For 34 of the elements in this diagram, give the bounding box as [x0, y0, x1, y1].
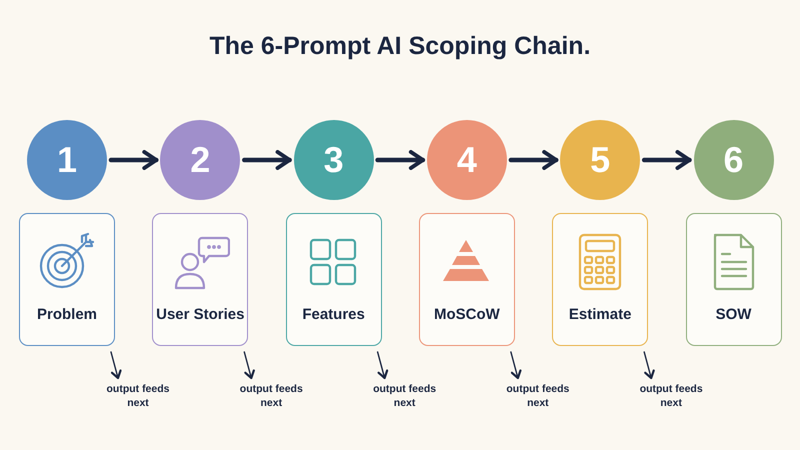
arrow [244, 351, 255, 380]
note-text: output feeds next [370, 382, 439, 412]
arrow [508, 150, 558, 170]
arrow [510, 351, 522, 380]
arrow [242, 150, 292, 170]
arrow [376, 351, 388, 380]
note-text: output feeds next [637, 382, 706, 412]
step-number: 3 [324, 142, 344, 178]
step-label: Problem [36, 306, 97, 323]
step-card [686, 213, 782, 346]
step-label: Features [302, 306, 365, 323]
note-text: output feeds next [504, 382, 572, 412]
note-text: output feeds next [237, 382, 306, 412]
arrow [110, 351, 122, 380]
arrow [108, 150, 159, 170]
arrow [642, 150, 692, 170]
step-label: Estimate [568, 306, 632, 323]
step-card [19, 213, 115, 346]
arrow [375, 150, 426, 170]
step-card [286, 213, 382, 346]
step-label: MoSCoW [434, 306, 500, 323]
step-card [552, 213, 648, 346]
step-number: 1 [56, 142, 78, 178]
step-number: 5 [590, 142, 610, 178]
step-number: 2 [190, 142, 210, 178]
step-card [418, 213, 515, 346]
step-number: 6 [723, 142, 744, 178]
title: The 6-Prompt AI Scoping Chain. [209, 32, 591, 61]
note-text: output feeds next [104, 382, 172, 412]
step-label: SOW [716, 306, 752, 323]
step-card [152, 213, 248, 346]
arrow [644, 351, 655, 380]
step-label: User Stories [156, 306, 244, 323]
step-number: 4 [456, 142, 477, 178]
